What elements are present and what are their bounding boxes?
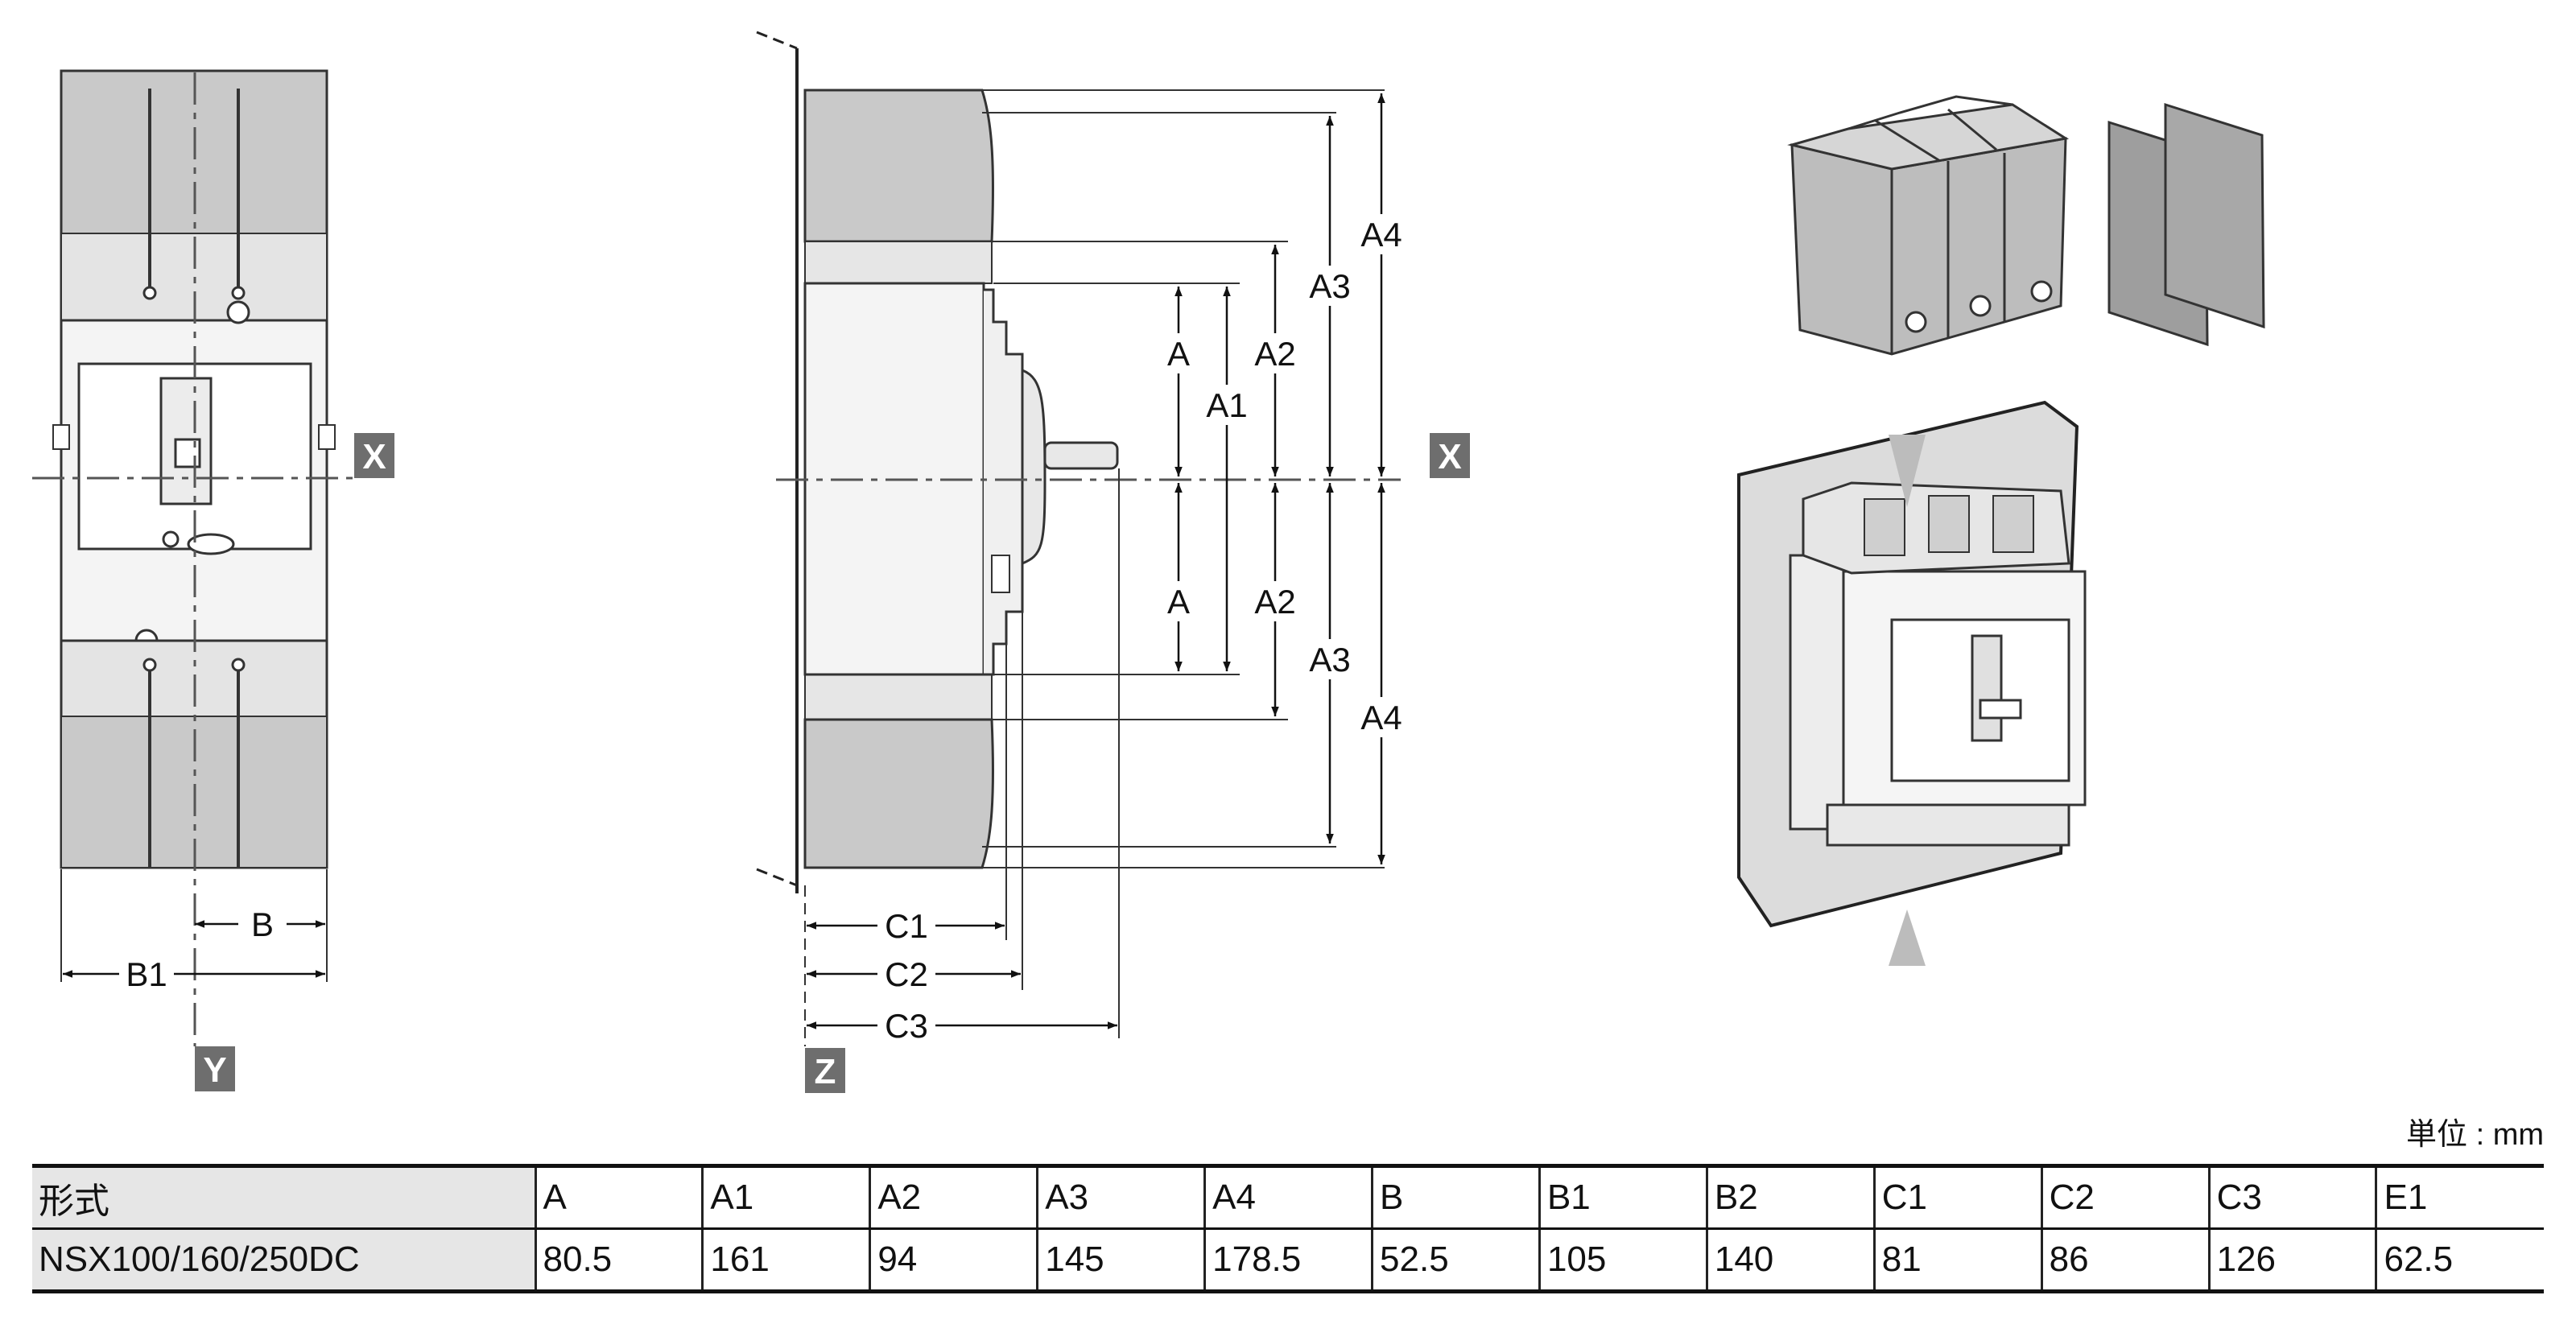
dim-label-a-upper: A — [1167, 335, 1190, 373]
table-cell: 94 — [869, 1228, 1038, 1293]
dimension-table: 形式 A A1 A2 A3 A4 B B1 B2 C1 C2 C3 E1 NSX… — [32, 1164, 2544, 1293]
side-view: A A A1 A2 A2 A3 A3 A4 A4 C1 C2 C3 X Z — [756, 31, 1470, 1093]
dim-label-a-lower: A — [1167, 583, 1190, 621]
technical-drawing: B B1 X Y — [32, 31, 2265, 1093]
table-cell: 105 — [1538, 1228, 1707, 1293]
dim-label-b1: B1 — [126, 955, 167, 993]
table-cell: 126 — [2207, 1228, 2376, 1293]
table-cell: 145 — [1036, 1228, 1205, 1293]
front-view: B B1 X Y — [32, 69, 394, 1091]
table-header-cell: A — [534, 1164, 703, 1230]
unit-label: 単位 : mm — [2406, 1118, 2544, 1152]
axis-badge-x-side: X — [1438, 437, 1461, 476]
axis-badge-y: Y — [203, 1050, 226, 1090]
table-header-cell: C3 — [2207, 1164, 2376, 1230]
table-header-cell: A1 — [701, 1164, 870, 1230]
dim-label-a4-lower: A4 — [1360, 699, 1402, 736]
dim-label-a2-lower: A2 — [1254, 583, 1295, 621]
terminal-cover-illustration — [1787, 95, 2265, 356]
table-cell: 161 — [701, 1228, 870, 1293]
table-cell: 140 — [1705, 1228, 1875, 1293]
table-cell: 52.5 — [1371, 1228, 1540, 1293]
table-header-row: 形式 A A1 A2 A3 A4 B B1 B2 C1 C2 C3 E1 — [32, 1164, 2544, 1230]
table-header-cell: B2 — [1705, 1164, 1875, 1230]
dim-label-b: B — [251, 905, 274, 943]
table-cell: NSX100/160/250DC — [32, 1228, 535, 1293]
table-header-cell: A4 — [1203, 1164, 1373, 1230]
table-cell: 86 — [2040, 1228, 2210, 1293]
dim-label-a4-upper: A4 — [1360, 216, 1402, 254]
axis-badge-x-front: X — [362, 437, 386, 476]
dim-label-c2: C2 — [885, 955, 928, 993]
dim-label-a1: A1 — [1206, 386, 1247, 424]
dim-label-a3-upper: A3 — [1309, 267, 1350, 305]
dim-label-a2-upper: A2 — [1254, 335, 1295, 373]
table-cell: 178.5 — [1203, 1228, 1373, 1293]
table-cell: 80.5 — [534, 1228, 703, 1293]
axis-badge-z: Z — [815, 1052, 836, 1091]
table-header-cell: A2 — [869, 1164, 1038, 1230]
table-header-cell: 形式 — [32, 1164, 535, 1230]
table-row: NSX100/160/250DC 80.5 161 94 145 178.5 5… — [32, 1228, 2544, 1293]
table-header-cell: B1 — [1538, 1164, 1707, 1230]
table-header-cell: C2 — [2040, 1164, 2210, 1230]
table-cell: 81 — [1872, 1228, 2042, 1293]
table-header-cell: C1 — [1872, 1164, 2042, 1230]
installation-illustration — [1737, 400, 2087, 966]
table-header-cell: E1 — [2375, 1164, 2544, 1230]
table-header-cell: A3 — [1036, 1164, 1205, 1230]
table-cell: 62.5 — [2375, 1228, 2544, 1293]
dim-label-c1: C1 — [885, 907, 928, 945]
table-header-cell: B — [1371, 1164, 1540, 1230]
dim-label-c3: C3 — [885, 1007, 928, 1045]
dim-label-a3-lower: A3 — [1309, 641, 1350, 679]
